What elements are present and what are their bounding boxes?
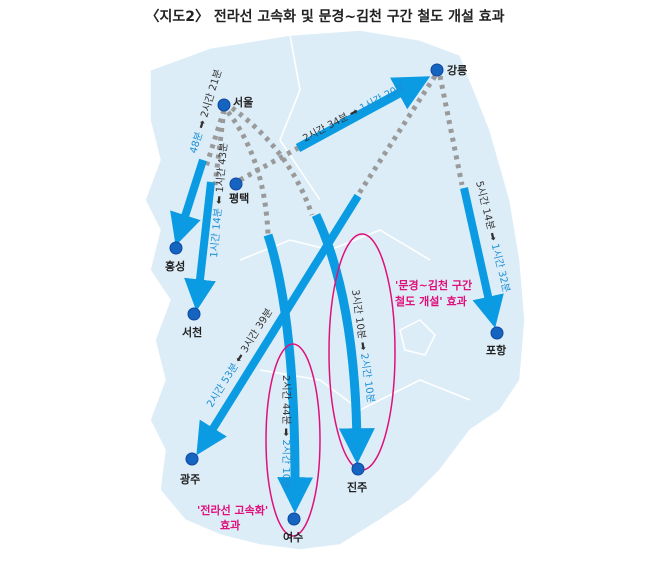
- seoul-yeosu-label: 2시간 44분➡ 2시간 10분: [280, 375, 292, 489]
- city-seoul: 서울: [233, 95, 253, 109]
- city-dot-gwangju: [185, 452, 199, 466]
- city-gwangju: 광주: [180, 473, 200, 486]
- jeolla-highlight: [265, 343, 321, 537]
- city-dot-gangneung: [430, 63, 444, 77]
- city-dot-pyeongtaek: [229, 177, 243, 191]
- city-dot-seocheon: [187, 307, 201, 321]
- mungyeong-note-2: 철도 개설' 효과: [395, 294, 467, 308]
- city-yeosu: 여수: [283, 530, 303, 544]
- seoul-seocheon-label: 1시간 14분⬅ 1시간 43분: [208, 142, 230, 258]
- city-gangneung: 강릉: [447, 63, 467, 77]
- city-markers: [169, 63, 504, 526]
- new-routes: [170, 76, 504, 514]
- jeolla-note-1: '전라선 고속화': [197, 503, 268, 517]
- city-jinju: 진주: [347, 480, 367, 494]
- city-dot-pohang: [490, 326, 504, 340]
- city-dot-jinju: [351, 462, 365, 476]
- city-dot-hongseong: [169, 241, 183, 255]
- city-pohang: 포항: [486, 343, 506, 357]
- city-dot-yeosu: [287, 512, 301, 526]
- city-pyeongtaek: 평택: [229, 191, 249, 205]
- city-dot-seoul: [217, 98, 231, 112]
- old-routes: [202, 74, 465, 236]
- mungyeong-note-1: '문경~김천 구간: [395, 278, 472, 292]
- map-title: 〈지도2〉 전라선 고속화 및 문경~김천 구간 철도 개설 효과: [145, 9, 505, 25]
- city-hongseong: 홍성: [165, 259, 185, 273]
- korea-land: [144, 29, 526, 551]
- jeolla-note-2: 효과: [220, 518, 240, 532]
- city-seocheon: 서천: [182, 325, 202, 339]
